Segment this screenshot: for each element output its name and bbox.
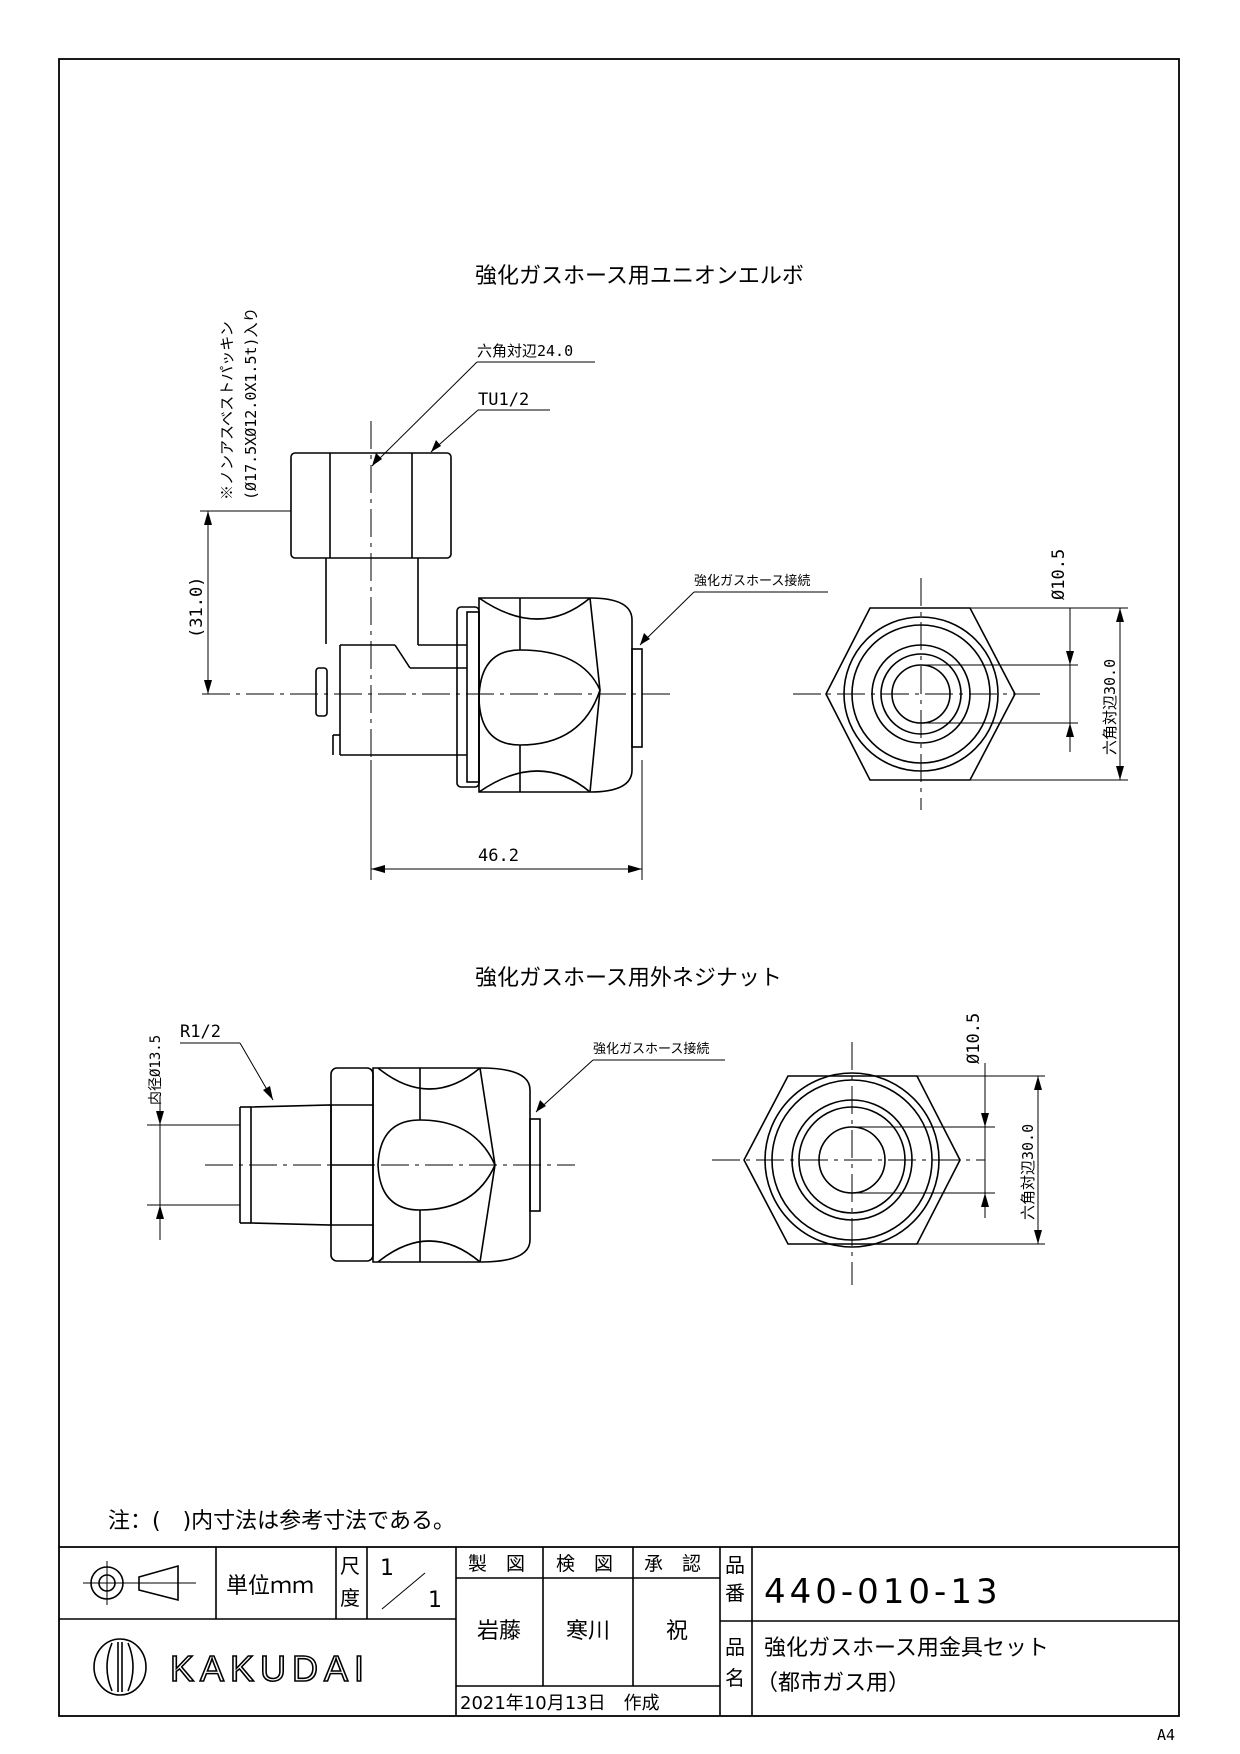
drawing1-title: 強化ガスホース用ユニオンエルボ [475, 264, 804, 289]
third-angle-projection-icon [83, 1561, 196, 1605]
hex-dim-2: 六角対辺30.0 [1019, 1124, 1037, 1220]
bore-dim-1: Ø10.5 [1049, 549, 1069, 600]
hex-label: 六角対辺24.0 [477, 342, 573, 360]
thread-label: TU1/2 [478, 390, 529, 410]
scale-denominator: 1 [428, 1588, 442, 1613]
date-label: 2021年10月13日 作成 [460, 1693, 660, 1714]
bore-in-label: 内径Ø13.5 [148, 1035, 164, 1105]
scale-numerator: 1 [380, 1556, 394, 1581]
length-dim: 46.2 [478, 846, 519, 866]
title-block [59, 1546, 1179, 1716]
thread-label-2: R1/2 [180, 1022, 221, 1042]
name-label-1: 品 [725, 1635, 745, 1659]
drawn-by: 岩藤 [477, 1619, 521, 1644]
unit-label: 単位ｍｍ [226, 1574, 314, 1599]
part-number: 440-010-13 [764, 1572, 1002, 1612]
drawn-header: 製 図 [468, 1553, 525, 1575]
sheet-frame [58, 58, 1180, 1717]
hose-label-2: 強化ガスホース接続 [593, 1041, 709, 1057]
approved-header: 承 認 [644, 1553, 701, 1575]
scale-label-1: 尺 [340, 1554, 360, 1578]
kakudai-logo: KAKUDAI [93, 1638, 370, 1696]
logo-text: KAKUDAI [170, 1648, 370, 1689]
reference-note: 注：( )内寸法は参考寸法である。 [108, 1509, 455, 1534]
hose-label-1: 強化ガスホース接続 [694, 573, 810, 589]
checked-header: 検 図 [556, 1553, 613, 1575]
checked-by: 寒川 [566, 1619, 610, 1644]
scale-label-2: 度 [340, 1586, 360, 1610]
part-name-line1: 強化ガスホース用金具セット [764, 1636, 1049, 1661]
packing-note-1: ※ノンアスベストパッキン [218, 321, 236, 500]
union-elbow-side-view [290, 452, 643, 793]
part-no-label-2: 番 [725, 1581, 745, 1605]
name-label-2: 名 [725, 1666, 745, 1690]
part-no-label-1: 品 [725, 1553, 745, 1577]
packing-note-2: (Ø17.5XØ12.0X1.5t)入り [242, 307, 260, 500]
approved-by: 祝 [666, 1619, 688, 1644]
part-name-line2: （都市ガス用） [756, 1671, 910, 1696]
sheet-size: A4 [1157, 1726, 1175, 1744]
hex2-dim: 六角対辺30.0 [1101, 659, 1119, 755]
height-dim: (31.0) [187, 577, 207, 638]
drawing2-title: 強化ガスホース用外ネジナット [475, 966, 782, 991]
bore-dim-2: Ø10.5 [964, 1013, 984, 1064]
